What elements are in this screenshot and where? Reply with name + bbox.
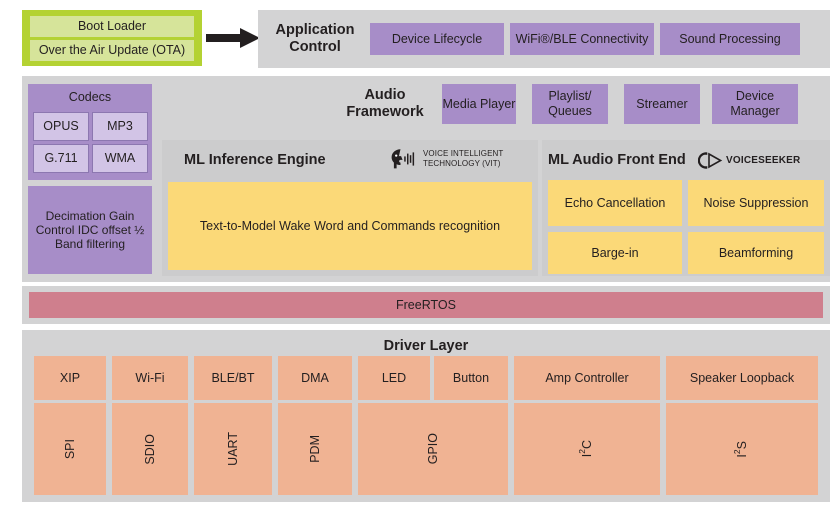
ota-box: Over the Air Update (OTA) [30,40,194,61]
ml-inference-content-box: Text-to-Model Wake Word and Commands rec… [168,182,532,270]
ml-audio-front-end-title: ML Audio Front End [548,152,686,168]
boot-loader-label: Boot Loader [77,19,147,34]
boot-loader-box: Boot Loader [30,16,194,37]
ml-inference-engine-title: ML Inference Engine [184,152,326,168]
voiceseeker-logo: VOICESEEKER [698,150,800,170]
driver-led-box: LED [358,356,430,400]
media-player-box: Media Player [442,84,516,124]
audio-framework-label: Audio Framework [346,86,424,120]
driver-amp-controller-box: Amp Controller [514,356,660,400]
driver-i2s-label: I2S [731,440,749,458]
sound-processing-box: Sound Processing [660,23,800,55]
vit-logo-line1: VOICE INTELLIGENT [423,149,504,158]
driver-i2s-box: I2S [666,403,818,495]
driver-wifi-box: Wi-Fi [112,356,188,400]
driver-spi-box: SPI [34,403,106,495]
freertos-bar: FreeRTOS [29,292,823,318]
echo-cancellation-box: Echo Cancellation [548,180,682,226]
beamforming-box: Beamforming [688,232,824,274]
codec-mp3-box: MP3 [92,112,148,141]
playlist-queues-box: Playlist/ Queues [532,84,608,124]
codec-g711-box: G.711 [33,144,89,173]
application-control-label: Application Control [275,21,355,55]
arrow-right-icon [206,28,260,48]
ota-label: Over the Air Update (OTA) [38,43,186,58]
driver-sdio-box: SDIO [112,403,188,495]
driver-dma-box: DMA [278,356,352,400]
driver-ble-bt-box: BLE/BT [194,356,272,400]
driver-gpio-box: GPIO [358,403,508,495]
driver-layer-title: Driver Layer [383,338,469,355]
driver-pdm-box: PDM [278,403,352,495]
wifi-ble-connectivity-box: WiFi®/BLE Connectivity [510,23,654,55]
voiceseeker-mark-icon [698,151,723,169]
driver-uart-box: UART [194,403,272,495]
codec-opus-box: OPUS [33,112,89,141]
vit-logo-text: VOICE INTELLIGENT TECHNOLOGY (VIT) [423,149,503,169]
noise-suppression-box: Noise Suppression [688,180,824,226]
device-lifecycle-box: Device Lifecycle [370,23,504,55]
driver-i2c-label: I2C [576,440,594,458]
driver-speaker-loopback-box: Speaker Loopback [666,356,818,400]
driver-button-box: Button [434,356,508,400]
streamer-box: Streamer [624,84,700,124]
voiceseeker-logo-text: VOICESEEKER [726,154,801,166]
decimation-gain-control-box: Decimation Gain Control IDC offset ½ Ban… [28,186,152,274]
device-manager-box: Device Manager [712,84,798,124]
barge-in-box: Barge-in [548,232,682,274]
vit-logo-line2: TECHNOLOGY (VIT) [423,159,501,168]
driver-i2c-box: I2C [514,403,660,495]
driver-xip-box: XIP [34,356,106,400]
voice-intelligent-technology-logo: VOICE INTELLIGENT TECHNOLOGY (VIT) [388,144,528,174]
codecs-title: Codecs [68,89,112,104]
head-profile-sound-icon [391,149,415,169]
codec-wma-box: WMA [92,144,148,173]
